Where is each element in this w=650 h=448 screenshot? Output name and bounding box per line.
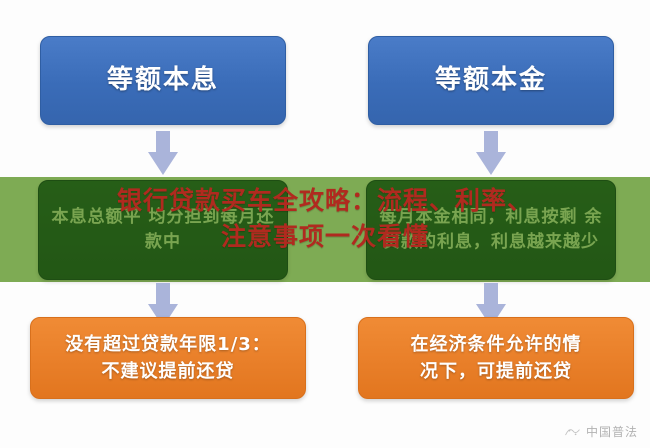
seal-logo-icon (564, 425, 581, 439)
watermark-label: 中国普法 (585, 425, 638, 439)
flow-box-text: 没有超过贷款年限1/3： 不建议提前还贷 (65, 331, 271, 385)
flow-box-no-early-repay: 没有超过贷款年限1/3： 不建议提前还贷 (30, 317, 306, 399)
flow-box-can-early-repay: 在经济条件允许的情 况下，可提前还贷 (358, 317, 634, 399)
flow-box-equal-installment: 等额本息 (40, 36, 286, 125)
arrow-shaft (484, 131, 498, 153)
arrow-down-icon (148, 131, 178, 175)
flow-box-label: 等额本息 (106, 64, 219, 95)
arrow-down-icon (476, 131, 506, 175)
arrow-head (476, 152, 506, 175)
flow-box-equal-principal: 等额本金 (368, 36, 614, 125)
watermark: 中国普法 (564, 423, 638, 440)
arrow-shaft (156, 131, 170, 153)
flow-box-line-2: 不建议提前还贷 (101, 361, 235, 382)
flow-box-line-2: 况下，可提前还贷 (420, 361, 572, 382)
promo-banner-band (0, 177, 650, 282)
flow-box-line-1: 没有超过贷款年限1/3： (65, 334, 271, 355)
arrow-head (148, 152, 178, 175)
flow-box-text: 在经济条件允许的情 况下，可提前还贷 (411, 331, 582, 385)
flow-box-line-1: 在经济条件允许的情 (410, 334, 582, 355)
flow-box-label: 等额本金 (434, 64, 547, 95)
arrow-shaft (484, 283, 498, 305)
arrow-shaft (156, 283, 170, 305)
